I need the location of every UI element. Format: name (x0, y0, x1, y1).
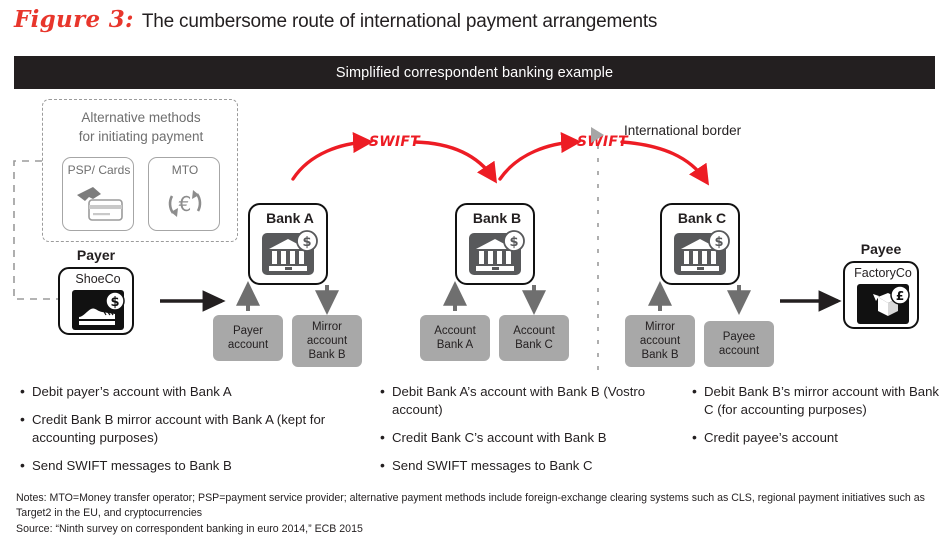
bullet-item: Debit Bank A’s account with Bank B (Vost… (378, 382, 678, 419)
alt-method-card-psp[interactable]: PSP/ Cards (62, 157, 134, 231)
alt-title-line-2: for initiating payment (78, 129, 204, 144)
account-bank-c-line1: Account (513, 325, 555, 337)
payer-role-label: Payer (76, 247, 116, 263)
alternative-methods-box: Alternative methods for initiating payme… (42, 99, 238, 242)
svg-text:$: $ (714, 235, 723, 250)
account-box-mirror-bank-b-at-c: Mirror account Bank B (625, 315, 695, 367)
alternative-methods-title: Alternative methods for initiating payme… (43, 108, 239, 146)
alt-method-mto-label: MTO (171, 163, 199, 177)
footer-notes: Notes: MTO=Money transfer operator; PSP=… (16, 491, 934, 537)
bullet-column-bank-b: Debit Bank A’s account with Bank B (Vost… (378, 382, 678, 485)
bullet-columns: Debit payer’s account with Bank A Credit… (0, 382, 950, 485)
bank-building-icon: $ (262, 230, 318, 275)
payee-entity-box[interactable]: FactoryCo £ (843, 261, 919, 329)
account-mirror-c-line2: account (639, 335, 681, 347)
account-mirror-a-line2: account (306, 335, 348, 347)
svg-text:$: $ (509, 235, 518, 250)
account-box-bank-c: Account Bank C (499, 315, 569, 361)
account-mirror-c-line1: Mirror (644, 321, 676, 333)
alt-method-psp-label: PSP/ Cards (67, 163, 131, 177)
bullet-item: Credit Bank B mirror account with Bank A… (18, 410, 348, 447)
shoe-icon: $ (72, 290, 125, 330)
account-box-payer: Payer account (213, 315, 283, 361)
notes-text: Notes: MTO=Money transfer operator; PSP=… (16, 492, 925, 519)
account-mirror-c-line3: Bank B (641, 349, 679, 361)
bullet-item: Send SWIFT messages to Bank B (18, 456, 348, 475)
bullet-item: Send SWIFT messages to Bank C (378, 456, 678, 475)
account-mirror-a-line1: Mirror (311, 321, 343, 333)
international-border-label: International border (624, 123, 742, 138)
account-box-bank-a: Account Bank A (420, 315, 490, 361)
payer-entity-box[interactable]: ShoeCo $ (58, 267, 134, 335)
payee-name: FactoryCo (854, 266, 912, 280)
bank-c-label: Bank C (677, 210, 727, 226)
payer-name: ShoeCo (75, 272, 121, 286)
bank-building-icon: $ (674, 230, 730, 275)
swift-label-1: SWIFT (369, 134, 420, 150)
box-icon: £ (857, 284, 910, 324)
banner-bar: Simplified correspondent banking example (14, 56, 935, 89)
account-box-payee: Payee account (704, 321, 774, 367)
alt-title-line-1: Alternative methods (81, 110, 201, 125)
bullet-item: Credit payee’s account (690, 428, 940, 447)
payee-role-label: Payee (860, 241, 902, 257)
euro-exchange-icon: € (168, 190, 202, 217)
account-payer-line1: Payer (232, 325, 264, 337)
account-payee-line2: account (718, 345, 760, 357)
account-payer-line2: account (227, 339, 269, 351)
bullet-column-bank-a: Debit payer’s account with Bank A Credit… (18, 382, 348, 485)
figure-number: Figure 3: (14, 6, 134, 33)
bullet-item: Credit Bank C’s account with Bank B (378, 428, 678, 447)
source-text: Source: “Ninth survey on correspondent b… (16, 523, 363, 535)
page-title: Figure 3: The cumbersome route of intern… (14, 6, 934, 40)
bullet-column-bank-c: Debit Bank B’s mirror account with Bank … (690, 382, 940, 457)
triangle-right-icon (591, 127, 604, 143)
bullet-item: Debit payer’s account with Bank A (18, 382, 348, 401)
bank-building-icon: $ (469, 230, 525, 275)
account-box-mirror-bank-b-at-a: Mirror account Bank B (292, 315, 362, 367)
account-bank-a-line1: Account (434, 325, 476, 337)
alt-method-card-mto[interactable]: MTO € (148, 157, 220, 231)
account-bank-a-line2: Bank A (436, 339, 474, 351)
account-mirror-a-line3: Bank B (308, 349, 346, 361)
figure-title-text: The cumbersome route of international pa… (141, 11, 658, 32)
bank-box-a[interactable]: Bank A $ (248, 203, 328, 285)
bank-box-b[interactable]: Bank B $ (455, 203, 535, 285)
bank-box-c[interactable]: Bank C $ (660, 203, 740, 285)
banner-label: Simplified correspondent banking example (335, 64, 614, 81)
bank-b-label: Bank B (472, 210, 522, 226)
account-payee-line1: Payee (722, 331, 756, 343)
svg-text:$: $ (110, 295, 119, 310)
svg-text:€: € (179, 192, 192, 216)
bullet-item: Debit Bank B’s mirror account with Bank … (690, 382, 940, 419)
svg-text:£: £ (896, 289, 904, 303)
diagram-canvas: Alternative methods for initiating payme… (0, 89, 950, 379)
card-reader-icon (77, 187, 123, 221)
bank-a-label: Bank A (266, 210, 314, 226)
account-bank-c-line2: Bank C (515, 339, 553, 351)
svg-text:$: $ (302, 235, 311, 250)
